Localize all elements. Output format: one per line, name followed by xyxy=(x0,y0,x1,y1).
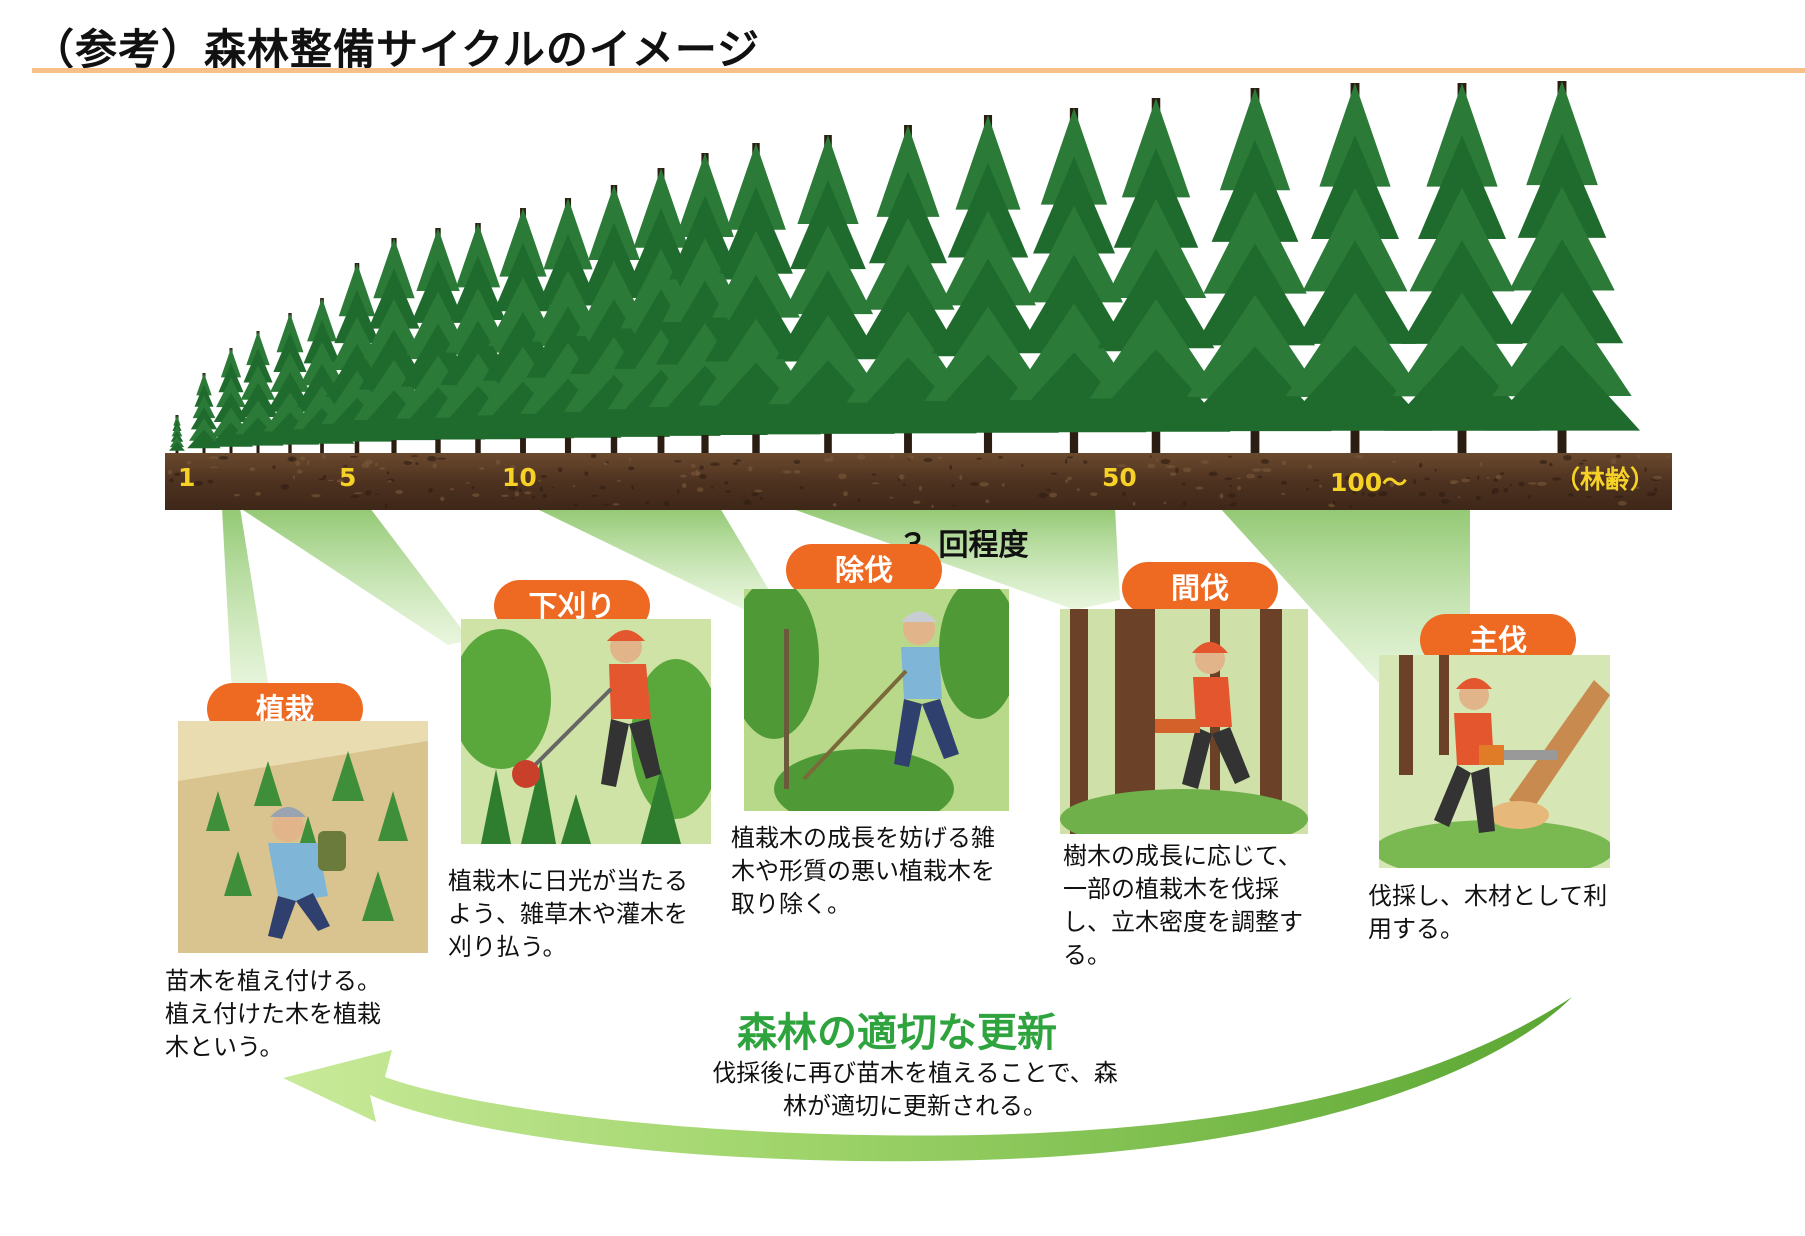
funnel-harvest xyxy=(1220,508,1470,690)
soil-texture xyxy=(167,453,1669,509)
illustration-planting xyxy=(178,721,428,953)
conifer-tree xyxy=(1081,98,1231,453)
illustration-cleaning xyxy=(744,589,1009,811)
age-unit-label: （林齢） xyxy=(1555,465,1656,494)
renewal-title: 森林の適切な更新 xyxy=(737,1010,1057,1056)
funnel-planting xyxy=(222,508,270,695)
desc-planting: 苗木を植え付ける。 植え付けた木を植栽 木という。 xyxy=(165,967,381,1061)
funnel-cleaning xyxy=(535,508,775,610)
title-underline xyxy=(32,68,1805,73)
desc-thinning: 樹木の成長に応じて、 一部の植栽木を伐採 し、立木密度を調整す る。 xyxy=(1063,842,1303,969)
age-tick-5: 5 xyxy=(339,463,357,492)
funnel-thinning xyxy=(790,508,1120,610)
badge-cleaning: 除伐 xyxy=(786,544,942,596)
conifer-tree xyxy=(1178,88,1332,453)
renewal-arrow xyxy=(283,997,1572,1162)
conifer-tree xyxy=(169,415,185,453)
tree-row xyxy=(169,81,1641,453)
age-tick-1: 1 xyxy=(178,463,196,492)
renewal-text: 伐採後に再び苗木を植えることで、森 林が適切に更新される。 xyxy=(712,1059,1118,1120)
conifer-tree xyxy=(1277,83,1433,453)
age-tick-50: 50 xyxy=(1102,463,1137,492)
desc-cleaning: 植栽木の成長を妨げる雑 木や形質の悪い植栽木を 取り除く。 xyxy=(731,824,995,918)
age-tick-100: 100～ xyxy=(1330,468,1408,497)
illustration-thinning xyxy=(1060,609,1308,834)
conifer-tree xyxy=(761,135,895,453)
conifer-tree xyxy=(1483,81,1641,453)
desc-weeding: 植栽木に日光が当たる よう、雑草木や灌木を 刈り払う。 xyxy=(448,867,688,961)
age-tick-10: 10 xyxy=(502,463,537,492)
page-title: （参考）森林整備サイクルのイメージ xyxy=(32,25,761,74)
conifer-tree xyxy=(1384,83,1540,453)
desc-final-harvest: 伐採し、木材として利 用する。 xyxy=(1368,882,1608,943)
illustration-weeding xyxy=(461,619,711,844)
badge-thinning: 間伐 xyxy=(1122,562,1278,614)
funnel-weeding xyxy=(240,508,470,645)
illustration-final-harvest xyxy=(1379,655,1610,868)
